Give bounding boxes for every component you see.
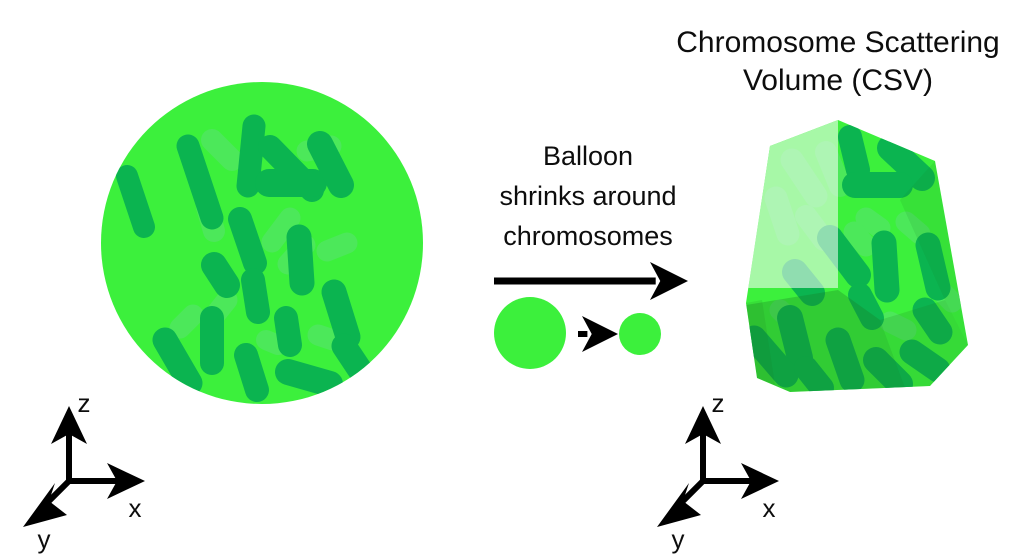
chromosome-rod-dark [176,134,224,230]
axis-label-y: y [672,524,685,554]
chromosome-rod-dark [877,135,935,191]
axis-label-x: x [763,493,776,523]
chromosome-rod-dark [116,165,155,238]
shrink-caption-line-3: chromosomes [503,221,673,251]
chromosome-rod-dark [119,358,164,404]
axis-label-z: z [712,388,725,418]
chromosome-rod-dark [899,339,951,383]
chromosome-rod-faded [169,304,204,339]
chromosome-rod-dark [274,306,302,357]
csv-title-line-1: Chromosome Scattering [676,26,999,59]
chromosome-rod-dark [241,268,270,324]
chromosome-rod-dark [286,224,315,296]
csv-title: Chromosome Scattering Volume (CSV) [676,26,999,97]
chromosome-rod-dark [236,114,266,198]
axis-label-z: z [78,388,91,418]
chromosome-rod-dark [234,343,269,402]
chromosome-rod-dark [777,305,813,371]
csv-facet-edge-left [746,300,775,385]
chromosome-rod-faded [201,129,243,171]
balloon-after-circle [619,313,661,355]
csv-facet-layer [746,120,968,392]
chromosome-rod-dark [915,232,951,301]
chromosome-rod-faded [895,211,931,245]
balloon-before-circle [494,297,566,369]
axis-x-arrowhead [741,463,779,499]
chromosome-rod-dark [825,327,865,392]
axis-label-y: y [38,524,51,554]
axis-y-arrowhead [23,483,67,527]
chromosome-rod-faded [256,330,288,355]
transition-arrow-small [578,316,618,352]
csv-facet-pale-topleft [748,120,838,288]
shrink-caption: Balloon shrinks around chromosomes [499,141,676,251]
chromosome-rod-dark [838,125,870,182]
chromosome-rod-faded [879,311,917,341]
chromosome-rod-dark [201,252,240,298]
chromosome-rod-dark [794,356,834,392]
chromosome-rod-dark [871,230,900,303]
chromosome-rod-dark [912,297,953,345]
chromosome-rod-faded [843,221,877,257]
csv-facet-shade-midright [900,161,968,345]
axis-label-x: x [129,493,142,523]
axis-triad-left: z x y [23,388,145,554]
chromosome-rod-dark [746,325,799,388]
chromosome-rod-faded [307,324,344,351]
shrink-caption-line-1: Balloon [543,141,633,171]
chromosome-rod-dark [321,279,361,350]
chromosome-rod-dark [228,207,267,275]
balloon-sphere-group [101,82,423,404]
csv-facet-shade-right [880,300,968,388]
axis-triad-right: z x y [657,388,779,554]
transition-arrow-large [494,262,688,300]
chromosome-rod-faded [316,232,358,262]
csv-title-line-2: Volume (CSV) [743,64,933,97]
axis-y-arrowhead [657,483,701,527]
chromosome-rod-dark [307,131,354,198]
chromosome-rod-dark-group [746,125,953,392]
chromosome-rod-dark [152,327,203,396]
shrink-caption-line-2: shrinks around [499,181,676,211]
csv-polyhedron-group [746,120,968,392]
axis-z-arrowhead [685,406,721,444]
shrink-illustration-group [494,262,688,369]
axis-z-arrowhead [51,406,87,444]
chromosome-rod-faded [261,207,301,253]
axis-x-arrowhead [107,463,145,499]
chromosome-rod-faded [855,207,891,239]
csv-facet-shade-lower [746,290,905,392]
chromosome-rod-dark [848,283,884,330]
chromosome-rod-dark [863,347,913,392]
sphere-chromosome-layer [116,114,383,404]
chromosome-rod-dark [275,359,343,397]
